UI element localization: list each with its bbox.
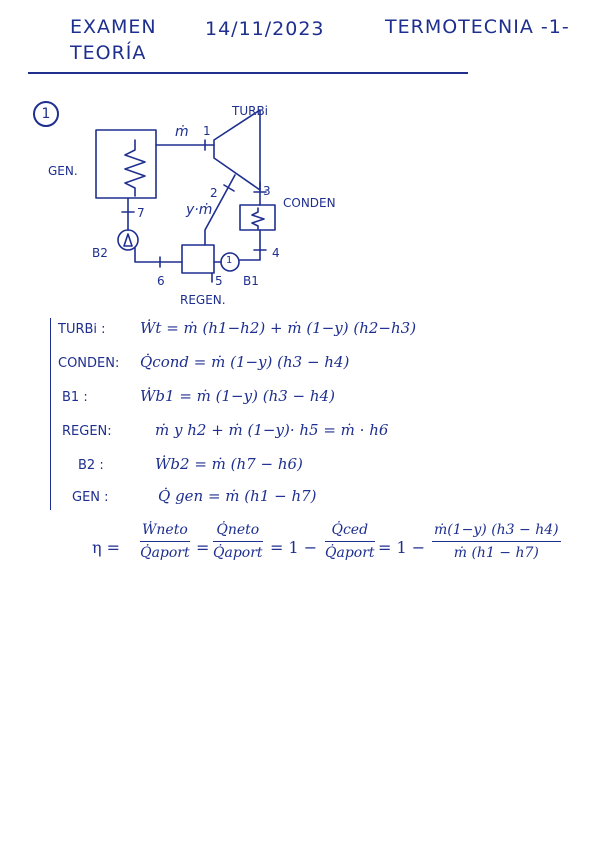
efficiency-eta: η = <box>92 538 120 557</box>
eq-pump2-name: B2 : <box>78 458 104 473</box>
extraction-label: y·ṁ <box>186 202 212 218</box>
regenerator-label: REGEN. <box>180 293 226 307</box>
regenerator-box <box>182 245 214 273</box>
condenser-coil <box>252 208 264 229</box>
fraction-numerator: ṁ(1−y) (h3 − h4) <box>432 522 561 542</box>
eq-pump1: Ẇb1 = ṁ (1−y) (h3 − h4) <box>140 387 335 405</box>
fraction-wnet-over-qin: Ẇneto Q̇aport <box>140 522 190 561</box>
eq-regen: ṁ y h2 + ṁ (1−y)· h5 = ṁ · h6 <box>155 421 388 439</box>
fraction-qced-over-qin: Q̇ced Q̇aport <box>325 522 375 561</box>
state-point-5: 5 <box>215 274 223 288</box>
fraction-numerator: Ẇneto <box>140 522 190 542</box>
eq-pump2: Ẇb2 = ṁ (h7 − h6) <box>155 455 303 473</box>
condenser-label: CONDEN <box>283 196 336 210</box>
turbine-label: TURBi <box>232 104 268 118</box>
eq-condenser: Q̇cond = ṁ (1−y) (h3 − h4) <box>140 353 349 371</box>
fraction-denominator: ṁ (h1 − h7) <box>432 542 561 561</box>
state-point-4: 4 <box>272 246 280 260</box>
equations-bracket <box>50 318 51 510</box>
state-point-1: 1 <box>203 124 211 138</box>
generator-label: GEN. <box>48 164 78 178</box>
fraction-qnet-over-qin: Q̇neto Q̇aport <box>213 522 263 561</box>
eq-turbine-name: TURBi : <box>58 322 106 337</box>
fraction-final: ṁ(1−y) (h3 − h4) ṁ (h1 − h7) <box>432 522 561 561</box>
one-minus-1: = 1 − <box>270 538 317 557</box>
pump-b2-symbol <box>118 230 138 250</box>
fraction-numerator: Q̇ced <box>325 522 375 542</box>
fraction-denominator: Q̇aport <box>140 542 190 561</box>
one-minus-2: = 1 − <box>378 538 425 557</box>
eq-pump1-name: B1 : <box>62 390 88 405</box>
equals-sign: = <box>196 538 209 557</box>
eq-gen-name: GEN : <box>72 490 109 505</box>
fraction-numerator: Q̇neto <box>213 522 263 542</box>
turbine-shape <box>214 110 260 190</box>
state-point-7: 7 <box>137 206 145 220</box>
eq-gen: Q̇ gen = ṁ (h1 − h7) <box>158 487 317 505</box>
generator-box <box>96 130 156 198</box>
eq-regen-name: REGEN: <box>62 424 112 439</box>
eq-condenser-name: CONDEN: <box>58 356 119 371</box>
eq-turbine: Ẇt = ṁ (h1−h2) + ṁ (1−y) (h2−h3) <box>140 319 416 337</box>
state-point-3: 3 <box>263 184 271 198</box>
pump-b2-label: B2 <box>92 246 108 260</box>
state-point-6: 6 <box>157 274 165 288</box>
mass-flow-label: ṁ <box>175 124 189 140</box>
pump-b1-number: 1 <box>226 255 232 266</box>
fraction-denominator: Q̇aport <box>325 542 375 561</box>
state-point-2: 2 <box>210 186 218 200</box>
pump-b1-label: B1 <box>243 274 259 288</box>
generator-coil <box>125 140 145 196</box>
fraction-denominator: Q̇aport <box>213 542 263 561</box>
